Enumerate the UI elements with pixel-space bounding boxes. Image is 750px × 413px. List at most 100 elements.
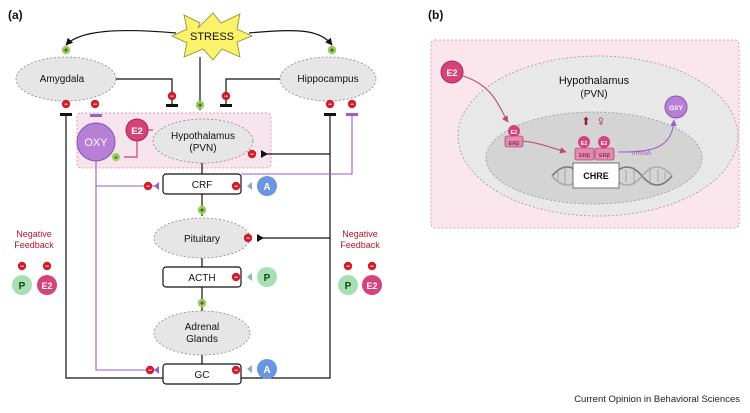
excite-marker-3 (197, 205, 207, 215)
e2-circle-right (362, 275, 382, 295)
hypothalamus-label-line1: Hypothalamus (171, 131, 235, 142)
panel-b-e2-label: E2 (446, 68, 457, 78)
e2-entry-arrow (462, 75, 509, 123)
oxy-label: OXY (84, 137, 108, 149)
p-label-acth: P (264, 273, 271, 284)
p-circle-left (12, 275, 32, 295)
neg-feedback-right-line1: Negative (342, 229, 378, 239)
a-circle-gc (257, 359, 277, 379)
excite-marker-2 (195, 100, 205, 110)
upregulation-arrow: ⬆ (581, 116, 590, 128)
excite-marker-0-glyph: + (64, 48, 68, 55)
stress-burst (171, 12, 254, 61)
female-symbol: ♀ (595, 113, 606, 130)
panel-a: (a) STRESS Amygdala Hippocampus Hypothal… (8, 8, 382, 385)
excitatory-markers: + + + + + (61, 45, 337, 308)
inhibit-marker-2-glyph: − (170, 94, 174, 101)
e2-label-left: E2 (41, 281, 52, 291)
inhibit-marker-13-glyph: − (20, 264, 24, 271)
cyto-erb-label: ERβ (509, 141, 520, 147)
excite-marker-2-glyph: + (198, 103, 202, 110)
inhibit-marker-16 (367, 261, 377, 271)
excite-marker-4 (197, 298, 207, 308)
inhibit-marker-11-glyph: − (234, 368, 238, 375)
dimer-erb-left (574, 147, 595, 161)
stress-to-hippocampus-arrow (248, 29, 333, 46)
p-circle-acth (257, 267, 277, 287)
chre-label: CHRE (583, 171, 609, 181)
amygdala-label: Amygdala (40, 74, 85, 85)
inhibit-marker-6-glyph: − (250, 152, 254, 159)
inhibit-marker-1-glyph: − (93, 102, 97, 109)
journal-credit: Current Opinion in Behavioral Sciences (574, 394, 740, 405)
dimer-erb-label-left: ERβ (579, 153, 590, 159)
hippocampus-label: Hippocampus (297, 74, 358, 85)
inhibit-marker-5-glyph: − (224, 94, 228, 101)
crf-label: CRF (192, 180, 213, 191)
inhibit-marker-16-glyph: − (370, 264, 374, 271)
gc-feedback-left-line (65, 114, 163, 379)
acth-label: ACTH (188, 273, 215, 284)
p-label-right: P (345, 281, 352, 292)
e2-label-pvn: E2 (131, 126, 143, 137)
dimer-e2-left: E2 (581, 141, 588, 147)
panel-b-hypothalamus-line1: Hypothalamus (559, 75, 630, 87)
oxy-to-hippocampus-line (241, 114, 353, 175)
mrna-to-oxy-arrow (617, 119, 677, 153)
dimer-e2-right: E2 (601, 141, 608, 147)
inhibit-marker-15-glyph: − (346, 264, 350, 271)
inhibit-marker-14 (42, 261, 52, 271)
panel-a-label: (a) (8, 8, 23, 22)
inhibit-marker-3 (325, 99, 335, 109)
e2-circle-left (37, 275, 57, 295)
inhibit-marker-4 (347, 99, 357, 109)
inhibitory-markers: −−−−−−−−−−−−−−−−− (17, 91, 377, 375)
neg-feedback-left-line2: Feedback (14, 240, 54, 250)
amygdala-to-pvn-line (116, 78, 173, 104)
svg-text:+: + (114, 155, 118, 162)
pituitary-label: Pituitary (184, 234, 220, 245)
hypothalamus-node (152, 118, 254, 164)
panel-b-oxy-circle (664, 95, 688, 119)
neg-feedback-right-line2: Feedback (340, 240, 380, 250)
excite-marker-1-glyph: + (330, 48, 334, 55)
a-circle-crf (257, 176, 277, 196)
inhibit-marker-9-glyph: − (234, 275, 238, 282)
p-label-left: P (19, 281, 26, 292)
excite-marker-0 (61, 45, 71, 55)
inhibit-marker-15 (343, 261, 353, 271)
cyto-e2-label: E2 (511, 130, 518, 136)
inhibit-marker-2 (167, 91, 177, 101)
inhibit-marker-4-glyph: − (350, 102, 354, 109)
panel-b-e2-circle (440, 60, 464, 84)
hippocampus-to-pvn-line (225, 78, 280, 104)
gc-label: GC (195, 370, 210, 381)
inhibit-marker-5 (221, 91, 231, 101)
stress-to-amygdala-arrow (65, 29, 177, 46)
inhibit-marker-0 (61, 99, 71, 109)
p-circle-right (338, 275, 358, 295)
panel-b: (b) Hypothalamus (PVN) E2 E2 ERβ ⬆ ♀ CHR… (428, 8, 740, 229)
neg-feedback-left-line1: Negative (16, 229, 52, 239)
adrenal-glands-node (153, 310, 251, 356)
excite-marker-3-glyph: + (200, 208, 204, 215)
a-label-gc: A (263, 365, 270, 376)
inhibit-marker-7-glyph: − (146, 184, 150, 191)
inhibit-marker-11 (231, 365, 241, 375)
oxy-to-gc-line (95, 161, 159, 371)
excite-marker-4-glyph: + (200, 301, 204, 308)
adrenal-label-line1: Adrenal (185, 322, 219, 333)
inhibit-marker-14-glyph: − (45, 264, 49, 271)
e2-to-oxy-connector (124, 141, 138, 158)
inhibit-marker-12 (243, 233, 253, 243)
inhibit-marker-13 (17, 261, 27, 271)
adrenal-label-line2: Glands (186, 334, 218, 345)
dimer-erb-right (594, 147, 615, 161)
inhibit-marker-9 (231, 272, 241, 282)
inhibit-marker-12-glyph: − (246, 236, 250, 243)
inhibit-marker-10-glyph: − (148, 368, 152, 375)
inhibit-marker-7 (143, 181, 153, 191)
translocation-arrow (522, 140, 567, 154)
inhibit-marker-8 (231, 181, 241, 191)
